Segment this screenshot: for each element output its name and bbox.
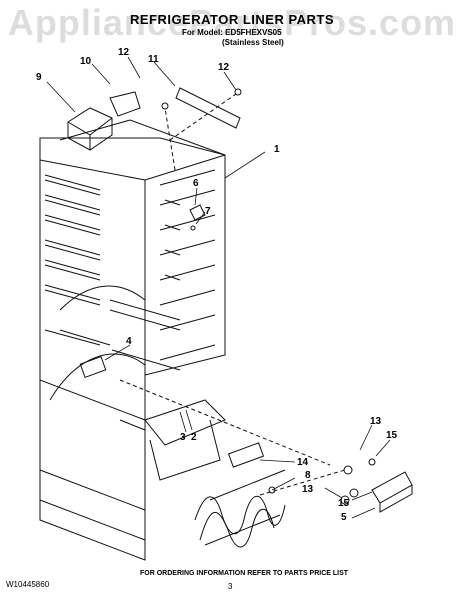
bracket-part	[109, 91, 141, 117]
liner-outline	[39, 137, 226, 561]
finish-line: (Stainless Steel)	[222, 38, 284, 47]
model-line: For Model: ED5FHEXVS05	[182, 28, 282, 37]
callout-3: 3	[180, 432, 186, 443]
callout-13a: 13	[370, 416, 382, 427]
diagram-title: REFRIGERATOR LINER PARTS	[129, 12, 335, 27]
trim-strip	[175, 87, 241, 129]
callout-8: 8	[305, 470, 311, 481]
control-housing	[67, 107, 113, 151]
callout-4: 4	[126, 336, 132, 347]
callout-15b: 15	[338, 498, 350, 509]
callout-15a: 15	[386, 430, 398, 441]
page-number: 3	[228, 582, 233, 591]
part-number: W10445860	[6, 580, 50, 589]
callout-5: 5	[341, 512, 347, 523]
callout-14: 14	[297, 457, 309, 468]
callout-13b: 13	[302, 484, 314, 495]
evaporator-coil	[194, 495, 286, 535]
callout-1: 1	[274, 144, 280, 155]
callout-12a: 12	[118, 47, 130, 58]
callout-6: 6	[193, 178, 199, 189]
callout-7: 7	[205, 206, 211, 217]
watermark: AppliancePartsPros.com	[7, 2, 457, 43]
callout-2: 2	[191, 432, 197, 443]
callout-9: 9	[36, 72, 42, 83]
callout-12b: 12	[218, 62, 230, 73]
housing-5	[371, 471, 413, 504]
ordering-note: FOR ORDERING INFORMATION REFER TO PARTS …	[140, 570, 349, 577]
callout-10: 10	[80, 56, 92, 67]
callout-11: 11	[148, 54, 159, 65]
